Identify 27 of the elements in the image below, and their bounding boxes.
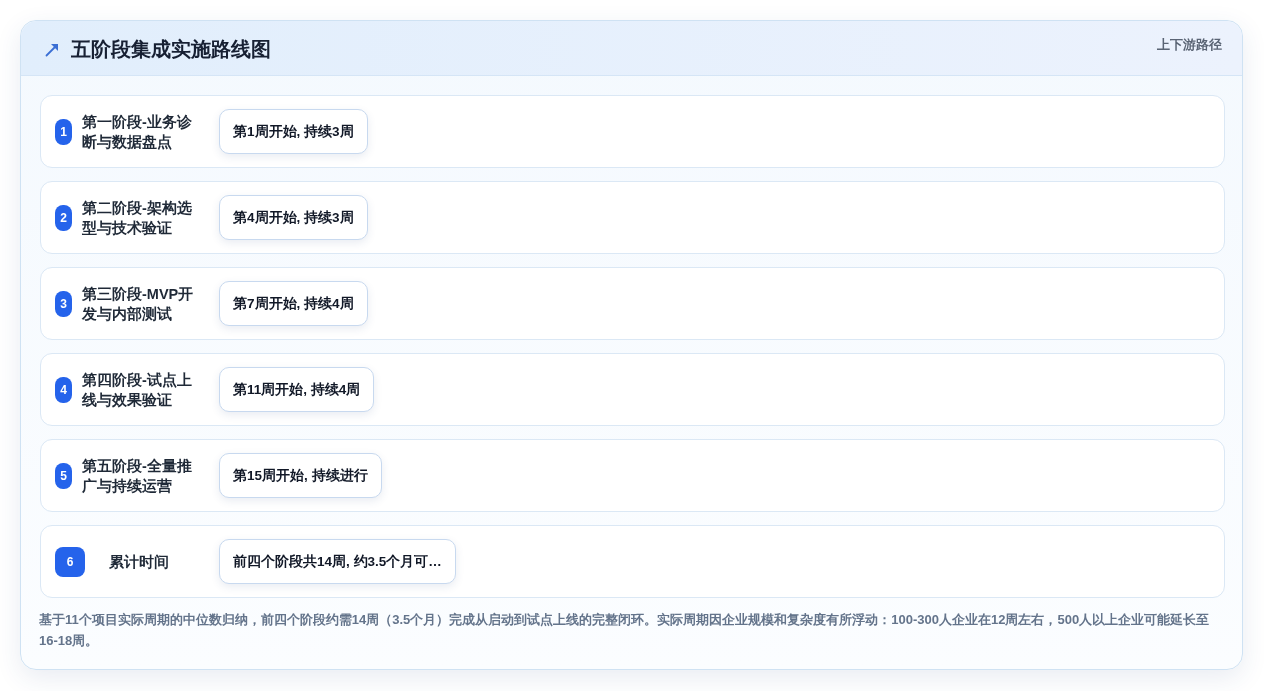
number-badge: 2 xyxy=(55,205,72,231)
phase-label: 第三阶段-MVP开发与内部测试 xyxy=(82,285,195,324)
phase-row xyxy=(40,267,1225,340)
duration-pill: 第1周开始, 持续3周 xyxy=(219,109,368,154)
phase-row xyxy=(40,181,1225,254)
phase-label: 第五阶段-全量推广与持续运营 xyxy=(82,457,193,496)
number-badge: 5 xyxy=(55,463,72,489)
number-badge: 4 xyxy=(55,377,72,403)
footnote: 基于11个项目实际周期的中位数归纳，前四个阶段约需14周（3.5个月）完成从启动到试点上线的完整闭环。实际周期因企业规模和复杂度有所浮动：100-300人企业在12周左右，500人以上企业可能延长至16-18周。 xyxy=(39,611,1211,650)
header-note: 上下游路径 xyxy=(1157,37,1222,53)
number-badge: 3 xyxy=(55,291,72,317)
duration-pill: 第15周开始, 持续进行 xyxy=(219,453,382,498)
title: 五阶段集成实施路线图 xyxy=(71,37,271,62)
phase-row xyxy=(40,95,1225,168)
duration-pill: 第4周开始, 持续3周 xyxy=(219,195,368,240)
phase-label: 第一阶段-业务诊断与数据盘点 xyxy=(82,113,193,152)
phase-row xyxy=(40,353,1225,426)
phase-label: 累计时间 xyxy=(109,553,170,572)
phase-row xyxy=(40,439,1225,512)
duration-pill: 第7周开始, 持续4周 xyxy=(219,281,368,326)
number-badge: 1 xyxy=(55,119,72,145)
phase-label: 第二阶段-架构选型与技术验证 xyxy=(82,199,193,238)
duration-pill: 第11周开始, 持续4周 xyxy=(219,367,375,412)
phase-label: 第四阶段-试点上线与效果验证 xyxy=(82,371,193,410)
phase-row xyxy=(40,525,1225,598)
duration-pill: 前四个阶段共14周, 约3.5个月可… xyxy=(219,539,456,584)
number-badge: 6 xyxy=(55,547,85,577)
